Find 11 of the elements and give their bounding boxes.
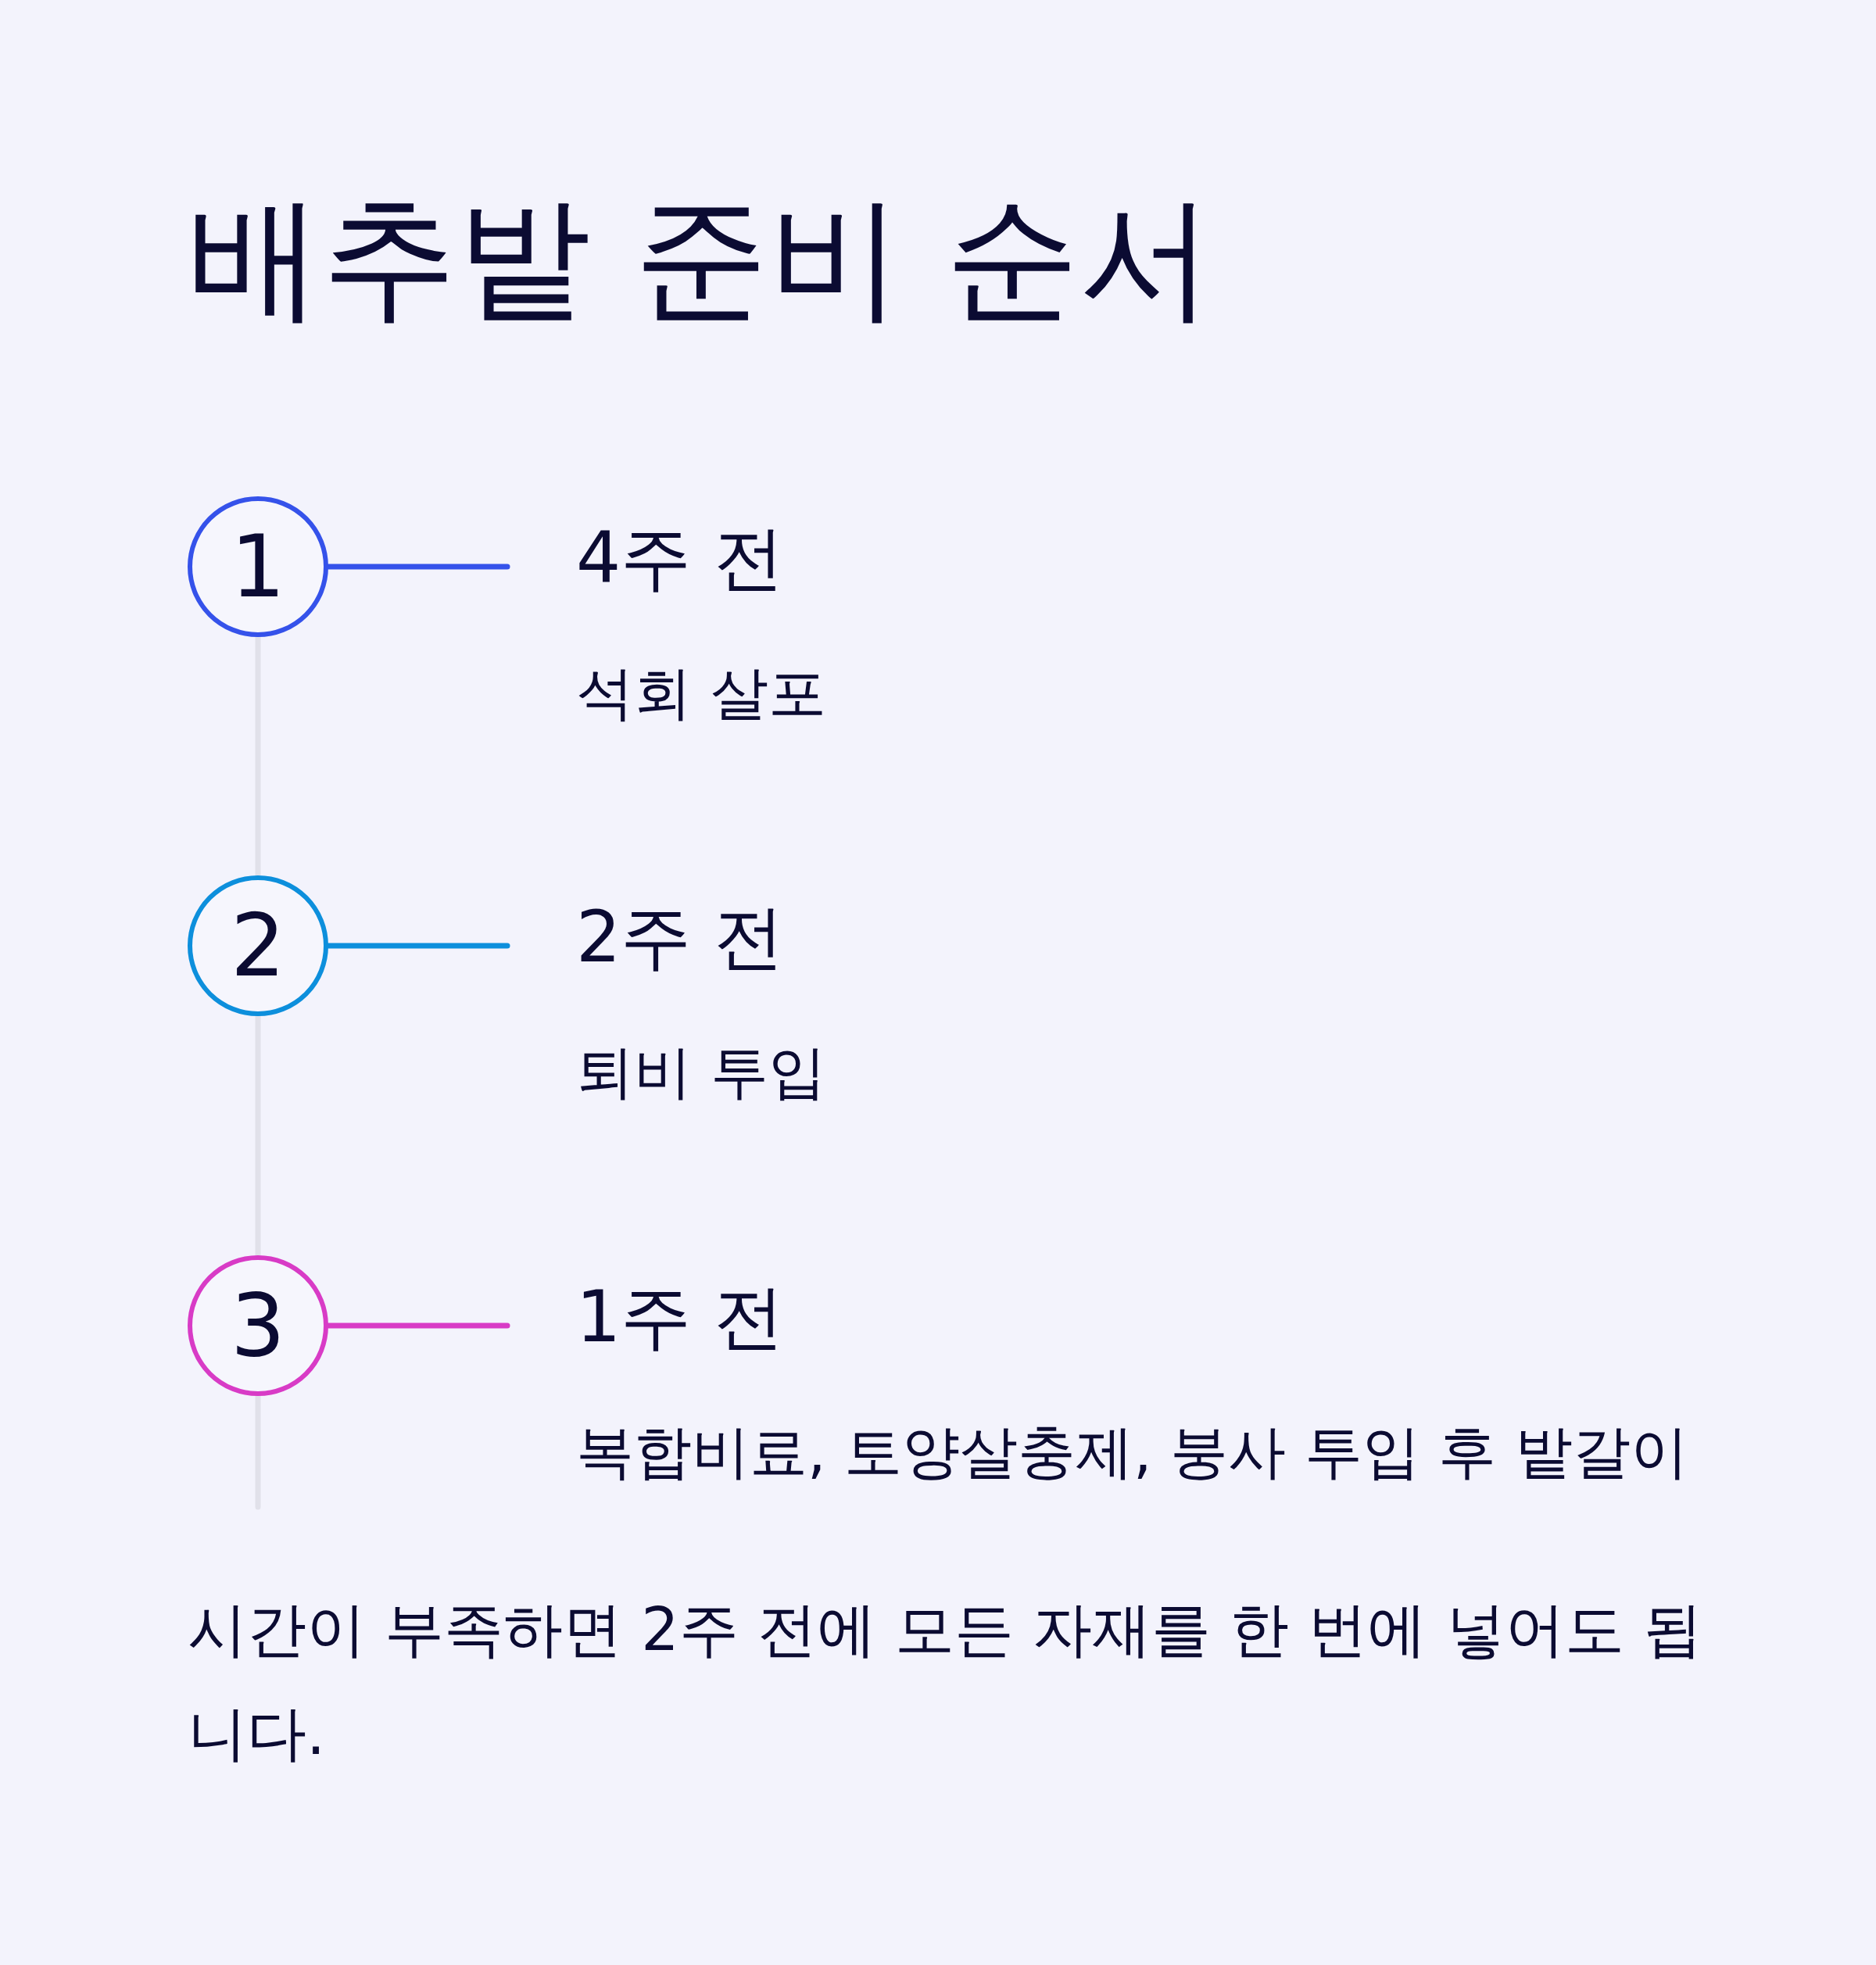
step-heading: 2주 전	[576, 895, 784, 979]
step-circle: 2	[188, 875, 328, 1016]
step-heading: 1주 전	[576, 1275, 784, 1359]
step-description: 복합비료, 토양살충제, 붕사 투입 후 밭갈이	[576, 1417, 1688, 1487]
step-circle: 1	[188, 496, 328, 637]
step-circle: 3	[188, 1255, 328, 1396]
step-description: 석회 살포	[576, 658, 826, 728]
note-text: 시간이 부족하면 2주 전에 모든 자재를 한 번에 넣어도 됩니다.	[188, 1594, 1703, 1770]
step-heading: 4주 전	[576, 516, 784, 600]
title: 배추밭 준비 순서	[188, 191, 1215, 325]
step-description: 퇴비 투입	[576, 1037, 826, 1107]
